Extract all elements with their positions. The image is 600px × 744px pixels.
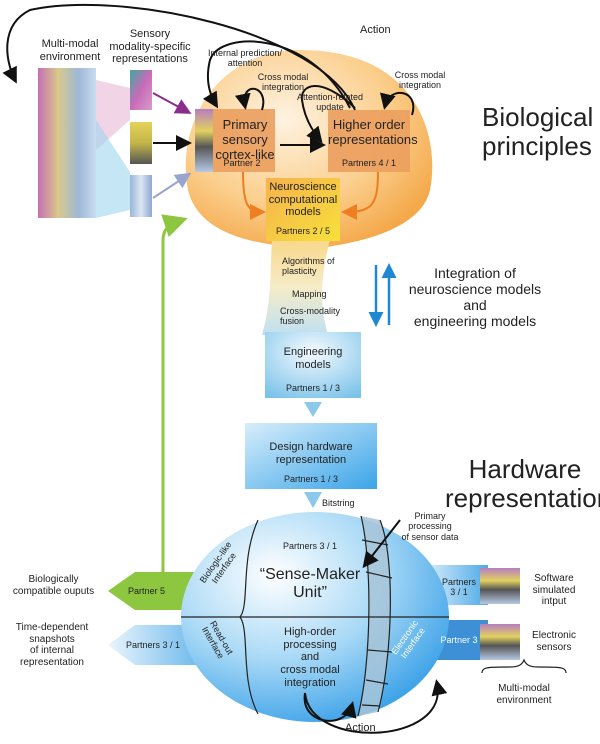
neuro-models-title: Neuroscience computational models (268, 181, 338, 219)
bio-output-partner: Partner 5 (128, 586, 166, 596)
sensor-input-label: Electronic sensors (532, 630, 576, 653)
tactile-arrow (152, 172, 192, 199)
projection-cone-bottom (96, 120, 130, 218)
higher-order-box (328, 110, 410, 172)
higher-to-neuro-arrow (341, 171, 379, 220)
sensory-image-auditory (130, 122, 152, 164)
projection-cone-top (96, 80, 130, 150)
sensory-representations-label: Sensory modality-specific representation… (109, 28, 191, 66)
cross-modal-loop-1 (234, 87, 265, 111)
design-to-unit-arrow (304, 492, 322, 508)
mapping-label: Mapping (292, 289, 327, 299)
design-hardware-partners: Partners 1 / 3 (283, 474, 339, 484)
unit-partners: Partners 3 / 1 (282, 541, 338, 551)
integration-neck (262, 240, 330, 335)
fusion-label: Cross-modality fusion (280, 306, 341, 327)
sensory-image-tactile (130, 175, 152, 217)
primary-cortex-title: Primary sensory cortex-like (215, 117, 275, 162)
sphere-divisions (181, 515, 449, 717)
software-input-label: Software simulated intput (532, 573, 576, 607)
heading-hardware-representation: Hardware representation (445, 454, 600, 513)
action-label-top: Action (360, 24, 391, 36)
neuro-models-partners: Partners 2 / 5 (275, 226, 331, 236)
snapshots-label: Time-dependent snapshots of internal rep… (15, 622, 89, 668)
bitstring-label: Bitstring (322, 498, 355, 508)
snapshot-partner: Partners 3 / 1 (126, 640, 181, 650)
attention-update-arrow (300, 85, 356, 144)
cross-modal-label-2: Cross modal integration (394, 70, 446, 91)
primary-to-neuro-arrow (242, 171, 266, 220)
cross-modal-loop-2 (380, 91, 415, 116)
multimodal-environment-image (38, 68, 96, 218)
sensor-data-pointer (362, 519, 401, 569)
internal-prediction-label: Internal prediction/ attention (207, 48, 283, 69)
heading-integration: Integration of neuroscience models and e… (408, 265, 542, 330)
software-input-image (480, 568, 520, 604)
sense-maker-unit-title: “Sense-Maker Unit” (259, 566, 361, 602)
multimodal-environment-label: Multi-modal environment (39, 38, 101, 63)
engineering-models-box (265, 332, 361, 398)
internal-prediction-arrow (202, 40, 351, 109)
high-order-processing-label: High-order processing and cross modal in… (280, 626, 340, 689)
higher-order-partners: Partners 4 / 1 (341, 158, 397, 168)
neuro-models-box (266, 178, 340, 241)
input-environment-label: Multi-modal environment (496, 683, 552, 706)
bio-outputs-label: Biologically compatible ouputs (12, 574, 95, 597)
visual-arrow (152, 92, 192, 114)
primary-cortex-partners: Partner 2 (223, 158, 261, 168)
sensory-image-visual (130, 70, 152, 110)
heading-biological-principles: Biological principles (482, 102, 594, 161)
attention-update-label: Attention-related update (296, 92, 364, 113)
bio-feedback-arrow (161, 214, 188, 572)
design-hardware-box (245, 423, 377, 489)
env-brace (481, 658, 567, 674)
engineering-models-partners: Partners 1 / 3 (285, 383, 341, 393)
action-arrow-top (2, 3, 356, 111)
action-label-bottom: Action (345, 722, 376, 734)
sensor-input-partner: Partner 3 (440, 635, 478, 645)
primary-processing-label: Primary processing of sensor data (401, 511, 459, 542)
engineering-models-title: Engineering models (283, 346, 343, 371)
software-input-partner: Partners 3 / 1 (441, 577, 476, 598)
sensor-input-image (480, 624, 520, 660)
engineering-to-design-arrow (304, 402, 322, 417)
design-hardware-title: Design hardware representation (269, 441, 353, 466)
cross-modal-label-1: Cross modal integration (257, 72, 309, 93)
higher-order-title: Higher order representations (328, 117, 418, 147)
algorithms-label: Algorithms of plasticity (282, 256, 335, 277)
primary-cortex-thumb (195, 109, 213, 172)
action-arrow-outer (304, 679, 448, 734)
